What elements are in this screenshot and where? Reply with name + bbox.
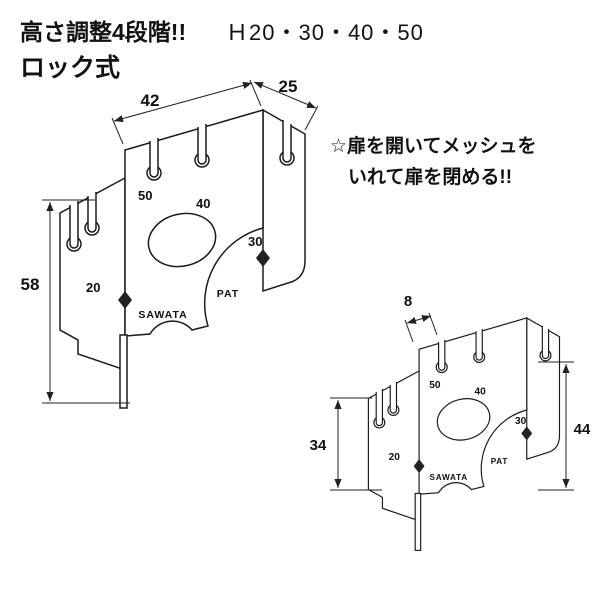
dim-44-label: 44 [574, 421, 591, 438]
dimension-line [406, 315, 432, 324]
lock-type-label: ロック式 [20, 54, 120, 82]
dimension-line [253, 81, 317, 109]
size-options-label: Ｈ20・30・40・50 [226, 20, 424, 45]
dim-58-label: 58 [21, 275, 40, 294]
note-line-2: いれて扉を閉める!! [348, 165, 512, 188]
bracket-view-large [59, 109, 306, 409]
note-line-1: ☆扉を開いてメッシュを [330, 134, 536, 157]
extension-line [304, 105, 319, 131]
dim-8-label: 8 [404, 293, 412, 310]
page-title: 高さ調整4段階!! [20, 19, 186, 45]
dim-small-top-tab: 8 [404, 293, 438, 343]
dimension-line [113, 81, 253, 123]
dim-25-label: 25 [279, 77, 298, 96]
dim-small-side-height: 44 [538, 361, 591, 491]
dim-42-label: 42 [141, 91, 160, 110]
dim-small-front-height: 34 [310, 397, 382, 491]
dim-large-height: 58 [21, 199, 130, 404]
dim-34-label: 34 [310, 437, 327, 454]
bracket-view-small [367, 317, 561, 551]
dim-large-top-tab: 25 [253, 77, 319, 131]
extension-line [404, 319, 414, 343]
extension-line [111, 117, 124, 145]
